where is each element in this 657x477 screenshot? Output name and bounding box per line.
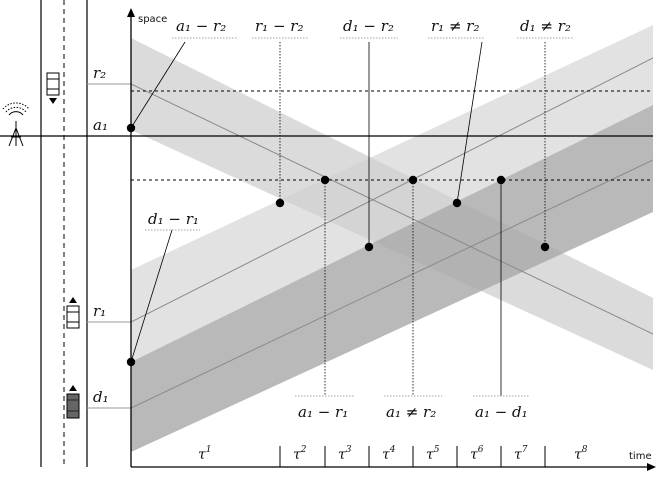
event-labels-bottom: a₁ − r₁ a₁ ≠ r₂ a₁ − d₁ — [298, 403, 528, 421]
band-centerlines — [131, 57, 653, 409]
event-label-a1-ne-r2: a₁ ≠ r₂ — [386, 403, 436, 421]
band-d1 — [131, 105, 653, 452]
centerline-d1 — [131, 159, 653, 409]
event-label-r1-r2: r₁ − r₂ — [255, 17, 303, 35]
bands — [131, 25, 653, 452]
event-label-d1-r1: d₁ − r₁ — [148, 210, 199, 228]
x-axis-label: time — [629, 451, 652, 462]
event-point-d1-r2 — [364, 242, 374, 252]
event-point-a1-d1 — [496, 175, 506, 185]
band-r2 — [131, 38, 653, 370]
position-label-d1: d₁ — [93, 388, 109, 406]
event-point-a1-r2 — [126, 123, 136, 133]
position-labels: r₂ a₁ r₁ d₁ — [93, 64, 109, 406]
event-point-r1-ne-r2 — [452, 198, 462, 208]
event-point-d1-ne-r2 — [540, 242, 550, 252]
leader-d1-r1 — [130, 229, 173, 363]
interval-label-7: τ7 — [514, 445, 528, 463]
label-underlines — [145, 37, 574, 397]
event-label-a1-r1: a₁ − r₁ — [298, 403, 348, 421]
event-point-r1-r2 — [275, 198, 285, 208]
vehicle-r2-direction-arrow — [49, 98, 57, 104]
y-axis-label: space — [138, 14, 167, 25]
event-point-a1-ne-r2 — [408, 175, 418, 185]
event-label-d1-r2: d₁ − r₂ — [343, 17, 394, 35]
vehicle-d1-icon — [66, 385, 80, 419]
axes: space time — [127, 8, 656, 471]
event-labels-top: a₁ − r₂ r₁ − r₂ d₁ − r₂ r₁ ≠ r₂ d₁ ≠ r₂ — [176, 17, 571, 35]
x-axis-arrow — [647, 463, 656, 471]
event-point-a1-r1 — [320, 175, 330, 185]
antenna-icon — [2, 102, 30, 147]
vehicle-r2-body — [46, 72, 60, 96]
vehicle-r1-direction-arrow — [69, 297, 77, 303]
vehicle-r1-body — [66, 305, 80, 329]
antenna-wave-1 — [8, 111, 24, 116]
interval-label-6: τ6 — [470, 445, 484, 463]
position-label-r1: r₁ — [93, 302, 106, 320]
interval-labels: τ1 τ2 τ3 τ4 τ5 τ6 τ7 τ8 — [198, 445, 588, 463]
event-points — [126, 123, 550, 367]
centerline-r1 — [131, 57, 653, 323]
interval-label-1: τ1 — [198, 445, 211, 463]
event-label-d1-ne-r2: d₁ ≠ r₂ — [520, 17, 571, 35]
interval-label-4: τ4 — [382, 445, 396, 463]
event-label-a1-d1: a₁ − d₁ — [475, 403, 528, 421]
leader-lines — [130, 41, 546, 396]
event-point-d1-r1 — [126, 357, 136, 367]
y-axis-arrow — [127, 8, 135, 17]
position-label-r2: r₂ — [93, 64, 106, 82]
interval-label-8: τ8 — [574, 445, 588, 463]
centerline-r2 — [131, 83, 653, 335]
event-label-a1-r2: a₁ − r₂ — [176, 17, 226, 35]
road — [40, 0, 88, 467]
vehicle-d1-direction-arrow — [69, 385, 77, 391]
reference-lines — [0, 83, 653, 409]
interval-label-3: τ3 — [338, 445, 352, 463]
leader-r1-ne-r2 — [456, 41, 483, 204]
interval-label-2: τ2 — [293, 445, 307, 463]
event-label-r1-ne-r2: r₁ ≠ r₂ — [431, 17, 479, 35]
vehicle-d1-body — [66, 393, 80, 419]
leader-a1-r2 — [130, 41, 186, 129]
position-label-a1: a₁ — [93, 116, 108, 134]
vehicle-r1-icon — [66, 297, 80, 329]
vehicle-r2-icon — [46, 72, 60, 104]
interval-label-5: τ5 — [426, 445, 440, 463]
antenna-wave-3 — [2, 102, 30, 110]
